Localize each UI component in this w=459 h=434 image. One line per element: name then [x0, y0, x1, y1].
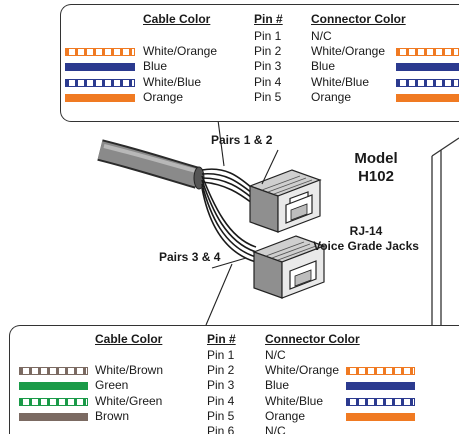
connector-color-swatch	[396, 48, 459, 57]
connector-color-swatch	[346, 412, 415, 421]
model-label-line1: Model	[354, 150, 398, 167]
connector-color-cell: Blue	[311, 59, 336, 74]
leader-pairs-1-2	[261, 149, 279, 185]
pin-cell: Pin 3	[207, 378, 235, 393]
leader-lines	[205, 119, 279, 326]
pin-cell: Pin 6	[207, 424, 235, 434]
model-label-line2: H102	[358, 168, 394, 185]
cable-color-cell: White/Orange	[143, 44, 218, 59]
connector-color-cell: White/Orange	[265, 363, 340, 378]
cable-color-swatch	[19, 397, 88, 406]
connector-color-cell: Orange	[265, 408, 306, 423]
connector-color-cell: White/Blue	[311, 74, 370, 89]
pin-cell: Pin 4	[254, 74, 282, 89]
header-connector-color: Connector Color	[311, 12, 406, 26]
pin-cell: Pin 3	[254, 59, 282, 74]
connector-color-swatch	[346, 382, 415, 391]
cable-color-cell: Brown	[95, 408, 130, 423]
connector-color-swatch	[396, 63, 459, 72]
cable-color-swatch	[65, 78, 135, 87]
connector-color-swatch	[396, 93, 459, 102]
connector-color-cell: White/Blue	[265, 393, 324, 408]
connector-color-swatch	[346, 367, 415, 376]
header-connector-color: Connector Color	[265, 332, 360, 346]
rj14-jack-lower	[252, 235, 326, 299]
pin-cell: Pin 4	[207, 393, 235, 408]
pin-cell: Pin 5	[254, 89, 282, 104]
label-pairs-3-4: Pairs 3 & 4	[159, 250, 221, 264]
model-label: Model H102	[346, 150, 406, 186]
connector-color-swatch	[346, 397, 415, 406]
connector-color-cell: N/C	[265, 424, 286, 434]
pin-cell: Pin 2	[254, 44, 282, 59]
leader-pairs-3-4	[211, 257, 247, 269]
pin-cell: Pin 2	[207, 363, 235, 378]
cable-color-cell: Orange	[143, 89, 184, 104]
connector-color-cell: N/C	[265, 348, 286, 362]
wires-pairs-1-2	[201, 168, 253, 204]
header-pin: Pin #	[254, 12, 283, 26]
jack-label-line2: Voice Grade Jacks	[313, 239, 419, 253]
pin-cell: Pin 5	[207, 408, 235, 423]
connector-color-cell: White/Orange	[311, 44, 386, 59]
cable-color-swatch	[65, 93, 135, 102]
cable-color-cell: White/Blue	[143, 74, 202, 89]
cable-color-swatch	[65, 63, 135, 72]
pin-cell: Pin 1	[254, 29, 282, 43]
header-pin: Pin #	[207, 332, 236, 346]
header-cable-color: Cable Color	[143, 12, 211, 26]
rj14-jack-upper	[248, 169, 322, 233]
cable-color-swatch	[19, 412, 88, 421]
cable-color-swatch	[19, 382, 88, 391]
connector-color-cell: Blue	[265, 378, 290, 393]
pinout-table-pairs-1-2	[60, 4, 459, 122]
cable-color-cell: Blue	[143, 59, 168, 74]
pin-cell: Pin 1	[207, 348, 235, 362]
connector-color-cell: Orange	[311, 89, 352, 104]
cable-color-cell: White/Brown	[95, 363, 164, 378]
cable-color-swatch	[65, 48, 135, 57]
cable-color-cell: Green	[95, 378, 129, 393]
jack-label-line1: RJ-14	[349, 224, 383, 238]
cable-color-cell: White/Green	[95, 393, 163, 408]
header-cable-color: Cable Color	[95, 332, 163, 346]
label-pairs-1-2: Pairs 1 & 2	[211, 133, 273, 147]
leader-bottom-box	[205, 263, 233, 326]
leader-top-box	[217, 119, 225, 167]
cable-jacket	[97, 139, 205, 190]
connector-color-cell: N/C	[311, 29, 332, 43]
cable-color-swatch	[19, 367, 88, 376]
jack-label: RJ-14 Voice Grade Jacks	[296, 224, 436, 254]
connector-color-swatch	[396, 78, 459, 87]
